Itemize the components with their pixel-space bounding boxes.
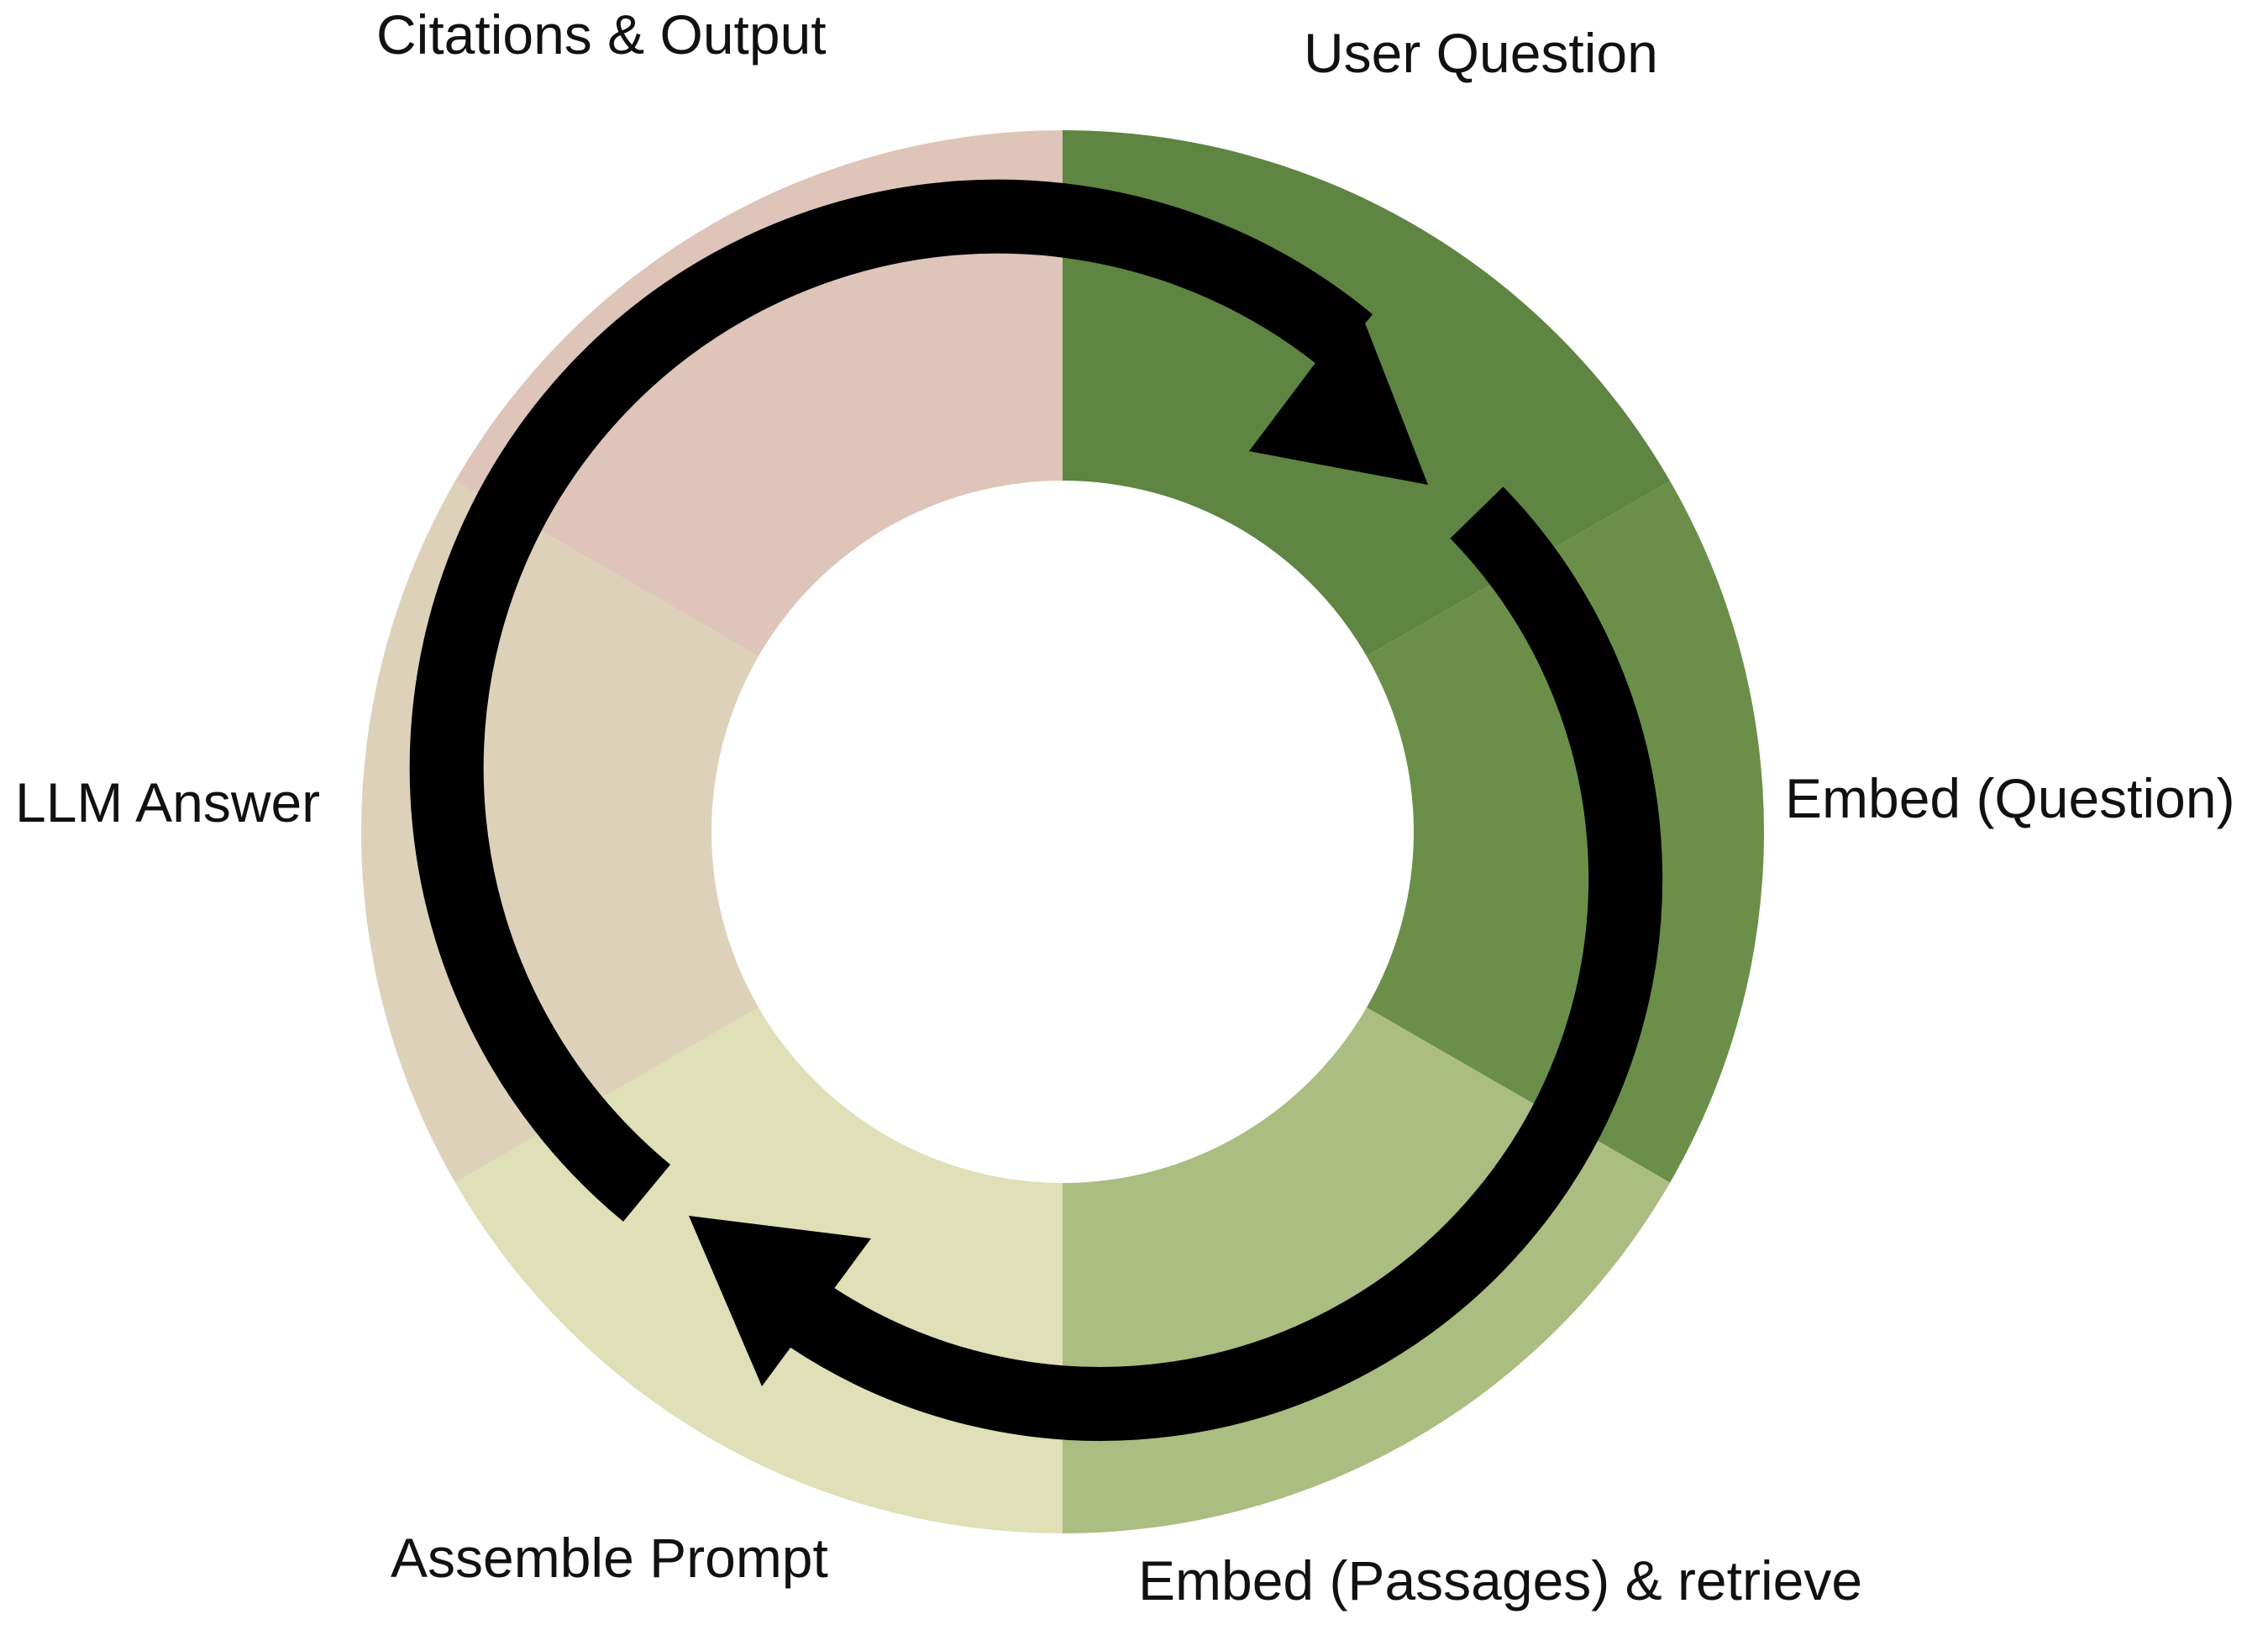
segment-embed-question bbox=[1366, 481, 1764, 1183]
arrow-upper-arc bbox=[409, 179, 1373, 1222]
label-assemble-prompt: Assemble Prompt bbox=[391, 1527, 828, 1589]
label-embed-question: Embed (Question) bbox=[1785, 767, 2235, 829]
arrow-upper-head bbox=[1249, 306, 1428, 485]
segment-citations-output bbox=[454, 130, 1063, 656]
ring-segments bbox=[361, 130, 1764, 1534]
arrow-lower-arc bbox=[790, 486, 1663, 1441]
arrow-lower-head bbox=[689, 1216, 871, 1386]
cycle-arrows bbox=[409, 179, 1663, 1441]
stage-labels: User Question Embed (Question) Embed (Pa… bbox=[15, 3, 2235, 1612]
label-llm-answer: LLM Answer bbox=[15, 771, 320, 833]
label-embed-passages-retrieve: Embed (Passages) & retrieve bbox=[1138, 1549, 1862, 1612]
label-user-question: User Question bbox=[1304, 22, 1658, 84]
label-citations-output: Citations & Output bbox=[376, 3, 827, 66]
